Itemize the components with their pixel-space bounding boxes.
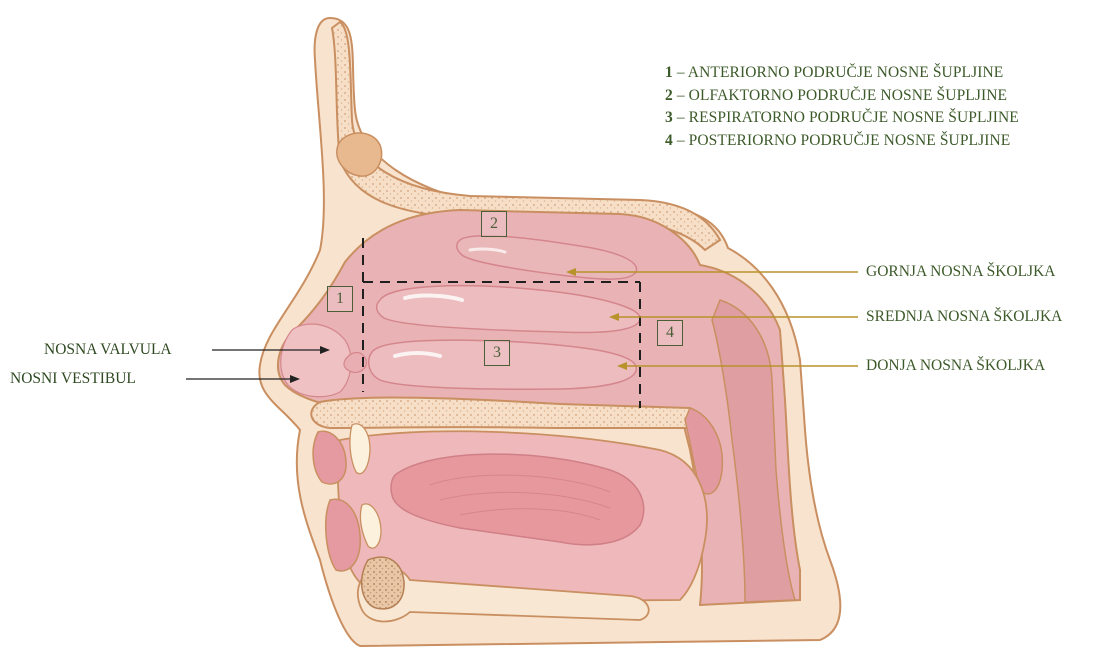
middle-concha-label: SREDNJA NOSNA ŠKOLJKA <box>866 308 1062 326</box>
legend-number: 4 <box>665 132 673 149</box>
inferior-concha-label: DONJA NOSNA ŠKOLJKA <box>866 357 1045 375</box>
superior-concha-label: GORNJA NOSNA ŠKOLJKA <box>866 263 1055 281</box>
legend-item: 4 – POSTERIORNO PODRUČJE NOSNE ŠUPLJINE <box>665 130 1019 153</box>
region-legend: 1 – ANTERIORNO PODRUČJE NOSNE ŠUPLJINE 2… <box>665 62 1019 152</box>
legend-text: – RESPIRATORNO PODRUČJE NOSNE ŠUPLJINE <box>673 109 1019 126</box>
region-4-marker: 4 <box>657 320 683 346</box>
legend-text: – OLFAKTORNO PODRUČJE NOSNE ŠUPLJINE <box>673 87 1007 104</box>
legend-text: – ANTERIORNO PODRUČJE NOSNE ŠUPLJINE <box>673 64 1004 81</box>
legend-item: 2 – OLFAKTORNO PODRUČJE NOSNE ŠUPLJINE <box>665 85 1019 108</box>
region-3-marker: 3 <box>484 340 510 366</box>
region-2-marker: 2 <box>481 211 507 237</box>
nasal-vestibule-label: NOSNI VESTIBUL <box>10 370 136 388</box>
legend-number: 1 <box>665 64 673 81</box>
hyoid-bone <box>362 557 404 609</box>
legend-text: – POSTERIORNO PODRUČJE NOSNE ŠUPLJINE <box>673 132 1011 149</box>
region-1-marker: 1 <box>327 286 353 312</box>
legend-number: 2 <box>665 87 673 104</box>
legend-item: 1 – ANTERIORNO PODRUČJE NOSNE ŠUPLJINE <box>665 62 1019 85</box>
legend-number: 3 <box>665 109 673 126</box>
nasal-valve-label: NOSNA VALVULA <box>44 341 172 359</box>
legend-item: 3 – RESPIRATORNO PODRUČJE NOSNE ŠUPLJINE <box>665 107 1019 130</box>
vestibule-tissue <box>281 324 351 397</box>
